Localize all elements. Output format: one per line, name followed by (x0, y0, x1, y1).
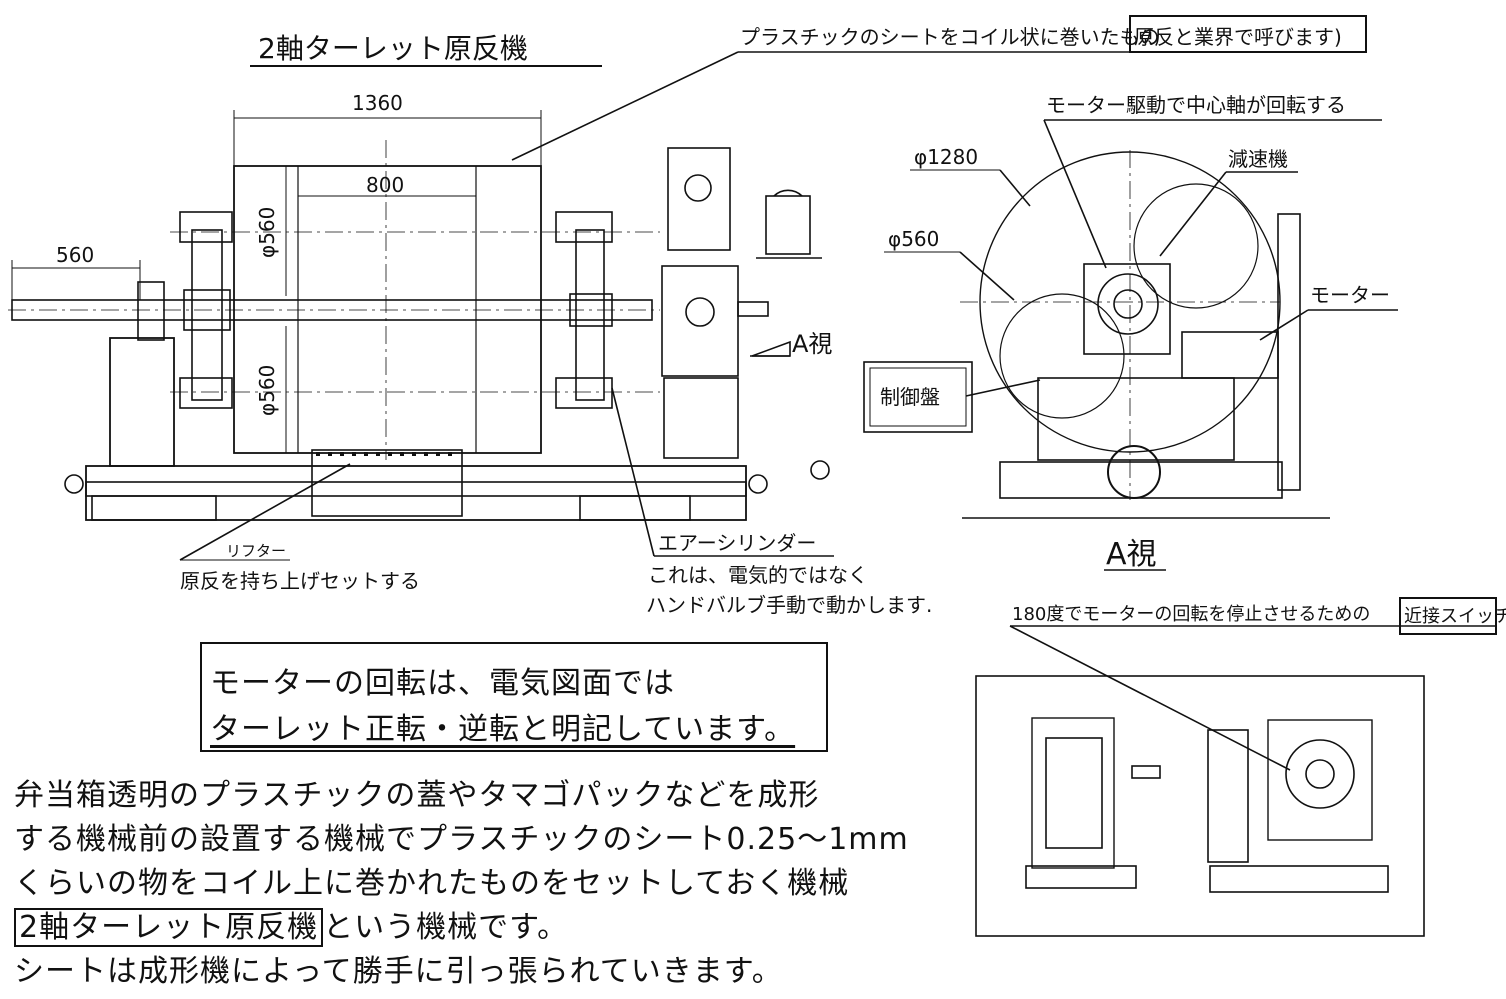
detail-coil-rect (1207, 729, 1249, 863)
handwheel-left-icon (64, 474, 84, 494)
left-arm-column (191, 229, 223, 401)
small-motor-dome (773, 189, 803, 197)
diagram-title: 2軸ターレット原反機 (258, 32, 528, 65)
reducer-hub-inner (1113, 289, 1143, 319)
side-frame-post (1277, 213, 1301, 491)
dim-phi560-upper-label: φ560 (255, 207, 279, 258)
prox-box (1399, 597, 1497, 635)
coil-note-prefix: プラスチックのシートをコイル状に巻いたもの (740, 25, 1160, 49)
lifter-leader (179, 463, 351, 561)
detail-gearbox-left-inner (1045, 737, 1103, 849)
gear-circle-lower (685, 297, 715, 327)
right-arm-hub (569, 293, 613, 327)
control-panel-label: 制御盤 (880, 385, 940, 409)
reducer-body (1083, 263, 1171, 355)
prox-switch-prefix: 180度でモーターの回転を停止させるための (1012, 604, 1370, 625)
lifter-title: リフター (226, 542, 286, 560)
air-note-1: これは、電気的ではなく (648, 563, 868, 587)
prox-switch-boxed: 近接スイッチ (1404, 606, 1506, 627)
description-line1: 弁当箱透明のプラスチックの蓋やタマゴパックなどを成形 (14, 778, 820, 813)
motor-drive-label: モーター駆動で中心軸が回転する (1046, 93, 1346, 117)
air-cylinder-leader (611, 387, 655, 557)
machine-name-boxed: 2軸ターレット原反機 (14, 908, 324, 947)
reducer-label: 減速機 (1228, 147, 1288, 171)
motor-rotation-note-box: モーターの回転は、電気図面では ターレット正転・逆転と明記しています。 (200, 642, 828, 752)
control-panel-box (863, 361, 973, 433)
detail-shaft-stub (1131, 765, 1161, 779)
handwheel-right2-icon (810, 460, 830, 480)
control-panel-leader (965, 379, 1041, 397)
air-note-2: ハンドバルブ手動で動かします. (646, 593, 932, 617)
left-bearing (137, 281, 165, 341)
motor-leader (1259, 309, 1309, 341)
phi560-side-label: φ560 (888, 227, 939, 251)
detail-base-right (1209, 865, 1389, 893)
dim-phi560-lower-label: φ560 (255, 365, 279, 416)
gearbox-upper (667, 147, 731, 251)
motor-label: モーター (1310, 283, 1390, 307)
shaft-stub (737, 301, 769, 317)
detail-reducer (1267, 719, 1373, 841)
left-lower-chuck (179, 377, 233, 409)
left-upper-chuck (179, 211, 233, 243)
description-line5: シートは成形機によって勝手に引っ張られていきます。 (14, 954, 783, 989)
base-rail (85, 481, 747, 497)
description-line4: 2軸ターレット原反機という機械です。 (14, 906, 568, 950)
base-frame (85, 465, 747, 521)
coil-circle-upper (1133, 183, 1259, 309)
dim-1360-label: 1360 (352, 91, 403, 115)
right-lower-chuck (555, 377, 613, 409)
view-a-arrowhead (751, 340, 791, 357)
description-line4-rest: という機械です。 (323, 910, 569, 945)
coil-note-boxed: 原反と業界で呼びます) (1134, 25, 1342, 49)
dim-560-label: 560 (56, 243, 94, 267)
detail-base-left (1025, 865, 1137, 889)
detail-hub-inner (1305, 759, 1335, 789)
right-upper-chuck (555, 211, 613, 243)
detail-frame (975, 675, 1425, 937)
side-base-upper (1037, 377, 1235, 461)
coil-note-box (1129, 15, 1367, 53)
lifter-desc: 原反を持ち上げセットする (180, 569, 420, 593)
right-arm-column (575, 229, 605, 401)
description-line2: する機械前の設置する機械でプラスチックのシート0.25〜1mm (14, 822, 909, 857)
phi560-side-leader (959, 251, 1015, 301)
motor-rotation-note-line2: ターレット正転・逆転と明記しています。 (210, 712, 796, 747)
view-a-arrow-label: A視 (792, 330, 832, 358)
gearbox-lower (661, 265, 739, 377)
foot-right (579, 495, 691, 521)
dim-800-label: 800 (366, 173, 404, 197)
coil-roll-outline (233, 165, 542, 454)
view-a-title: A視 (1106, 537, 1157, 572)
side-handwheel-icon (1107, 445, 1161, 499)
gear-circle-upper (684, 174, 712, 202)
foot-left (91, 495, 217, 521)
control-panel-inner (869, 367, 967, 427)
coil-note-leader (511, 51, 739, 161)
center-tray (311, 449, 463, 517)
reducer-leader (1159, 171, 1227, 257)
coil-circle-lower (999, 293, 1125, 419)
reducer-hub-outer (1097, 273, 1159, 335)
side-base-lower (999, 461, 1283, 499)
small-motor-detail (765, 195, 811, 255)
detail-hub-outer (1285, 739, 1355, 809)
detail-gearbox-left (1031, 717, 1115, 869)
motor-drive-leader (1043, 119, 1107, 269)
gearbox-base (663, 377, 739, 459)
description-line3: くらいの物をコイル上に巻かれたものをセットしておく機械 (14, 866, 850, 901)
left-arm-hub (183, 289, 231, 331)
left-stand (109, 337, 175, 467)
phi1280-label: φ1280 (914, 145, 978, 169)
air-cylinder-label: エアーシリンダー (658, 531, 816, 555)
handwheel-right1-icon (748, 474, 768, 494)
prox-leader (1009, 625, 1291, 771)
motor-rotation-note-line1: モーターの回転は、電気図面では (210, 666, 675, 701)
phi1280-leader (999, 169, 1031, 207)
